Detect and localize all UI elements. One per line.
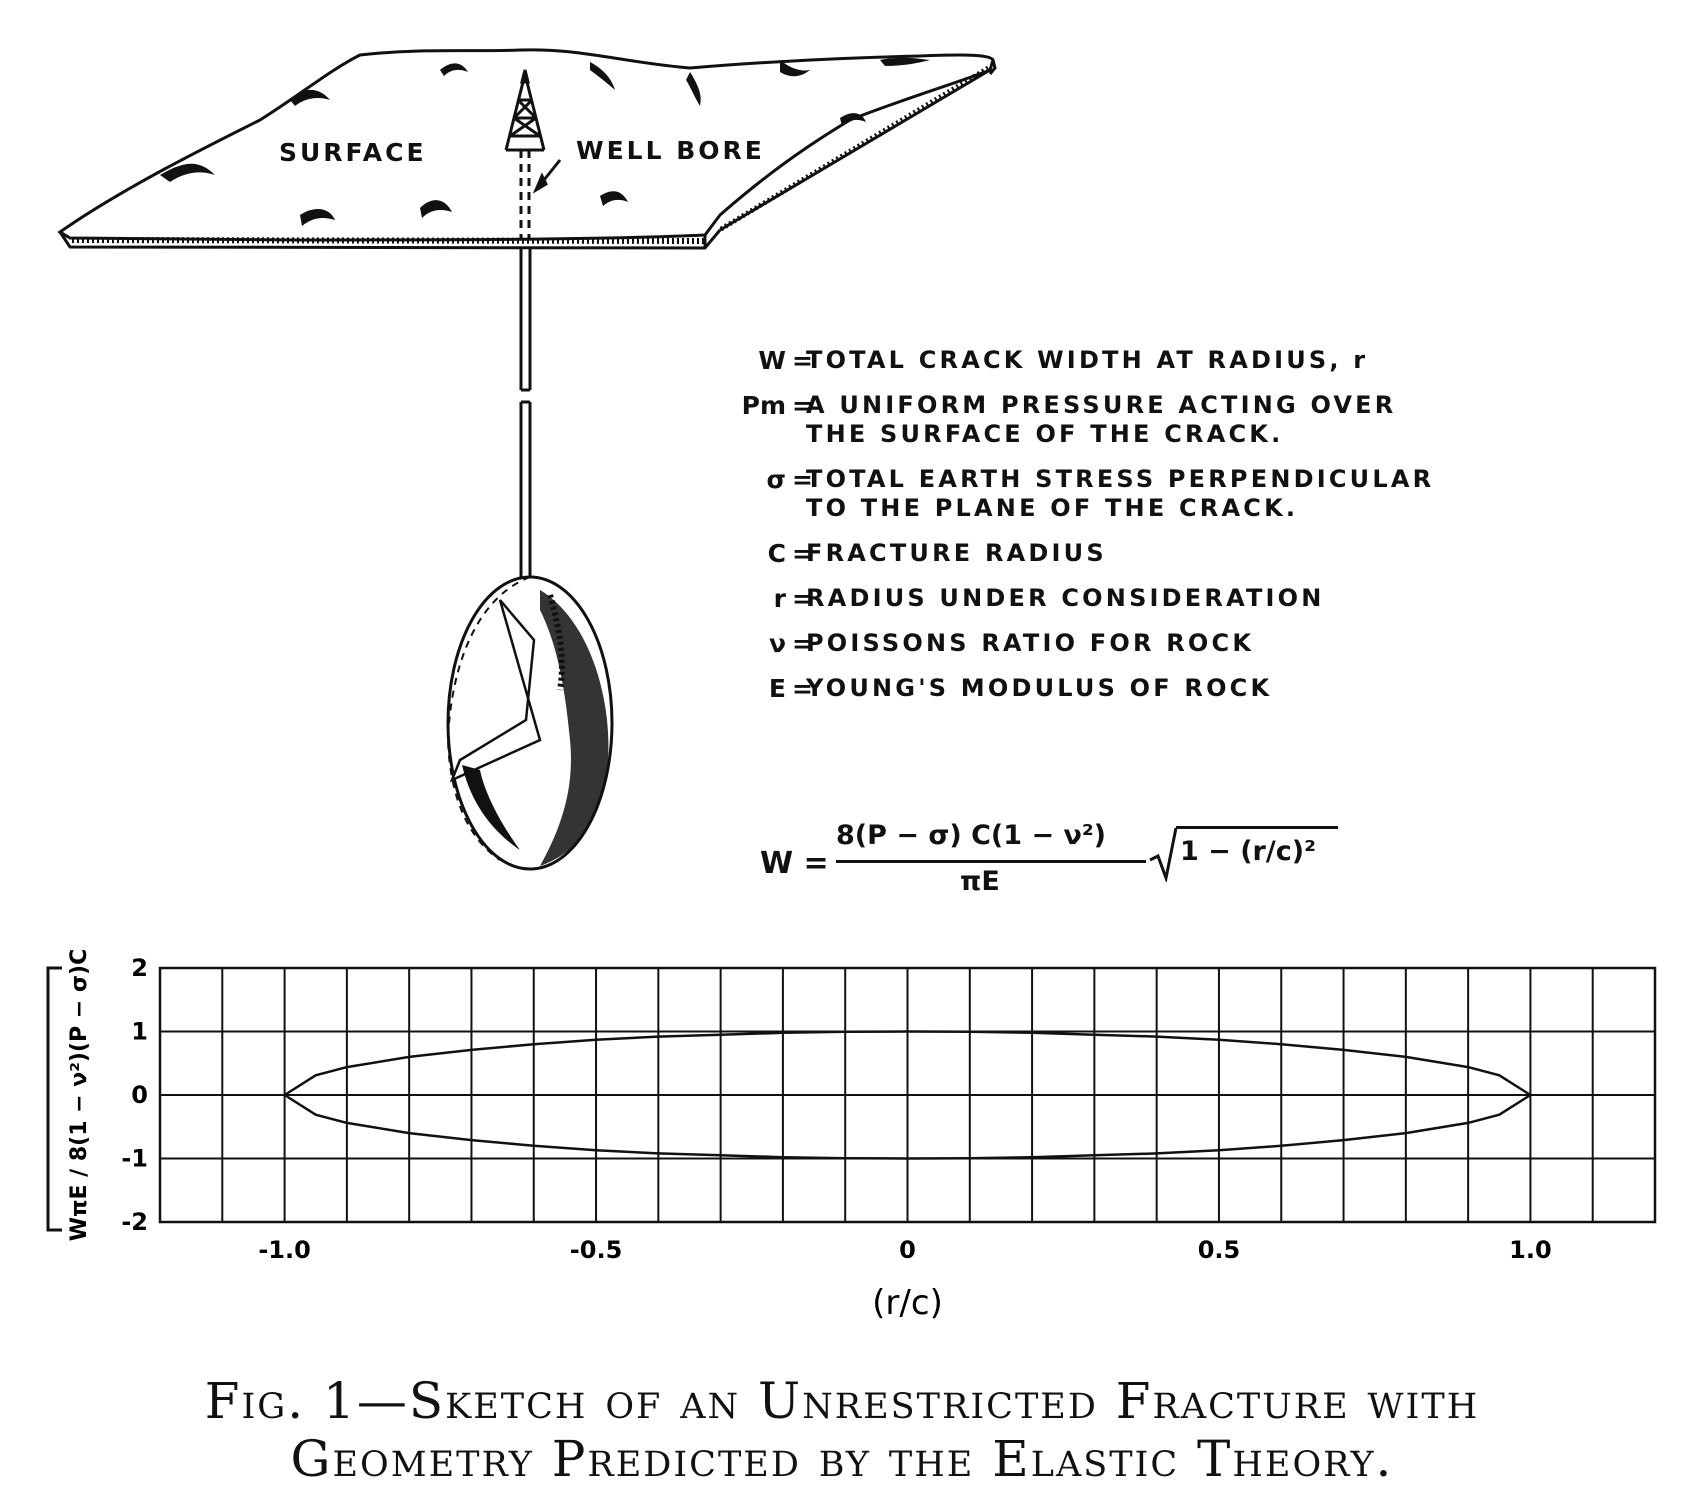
formula-numerator: 8(P − σ) C(1 − ν²) — [836, 820, 1107, 851]
equals-sign: = — [792, 674, 813, 703]
legend-item: W = TOTAL CRACK WIDTH AT RADIUS, r — [712, 346, 1472, 375]
equals-sign: = — [792, 465, 813, 494]
legend-item: E = YOUNG'S MODULUS OF ROCK — [712, 674, 1472, 703]
x-tick-label: -0.5 — [570, 1236, 622, 1264]
y-axis-bracket — [46, 966, 62, 1232]
legend-definition: TOTAL CRACK WIDTH AT RADIUS, r — [806, 346, 1369, 374]
formula-denominator: πE — [960, 866, 1000, 897]
y-tick-label: -2 — [121, 1208, 148, 1236]
equals-sign: = — [792, 584, 813, 613]
y-tick-label: -1 — [121, 1145, 148, 1173]
equals-sign: = — [792, 629, 813, 658]
derrick-icon — [504, 69, 546, 152]
legend-item: Pm = A UNIFORM PRESSURE ACTING OVER THE … — [712, 391, 1472, 449]
x-tick-label: 1.0 — [1509, 1236, 1552, 1264]
y-tick-label: 2 — [131, 954, 148, 982]
legend-item: σ = TOTAL EARTH STRESS PERPENDICULAR TO … — [712, 465, 1472, 523]
fracture-sketch — [57, 48, 997, 871]
legend-definition: RADIUS UNDER CONSIDERATION — [806, 584, 1325, 612]
figure-caption-line-1: Fig. 1—Sketch of an Unrestricted Fractur… — [204, 1372, 1480, 1430]
formula-lhs: W = — [760, 846, 829, 881]
x-tick-label: 0 — [899, 1236, 916, 1264]
legend-definition: A UNIFORM PRESSURE ACTING OVER THE SURFA… — [806, 391, 1397, 448]
legend-item: ν = POISSONS RATIO FOR ROCK — [712, 629, 1472, 658]
formula-radicand: 1 − (r/c)² — [1180, 836, 1316, 867]
equals-sign: = — [792, 391, 813, 420]
plot-frame — [158, 966, 1657, 1224]
legend-symbol: C — [767, 539, 786, 568]
fraction-bar — [836, 860, 1146, 863]
crack-profile-chart: -1.0 -0.5 0 0.5 1.0 2 1 0 -1 -2 (r/c) WπE / 8(1 − ν… — [46, 949, 1657, 1323]
x-axis-label: (r/c) — [872, 1283, 943, 1323]
legend-definition: POISSONS RATIO FOR ROCK — [806, 629, 1255, 657]
fracture-ellipse — [446, 575, 614, 871]
legend-item: C = FRACTURE RADIUS — [712, 539, 1472, 568]
series-curve — [283, 1093, 1532, 1160]
radical-bar — [1176, 826, 1338, 829]
legend-symbol: ν — [768, 629, 786, 658]
legend-definition: YOUNG'S MODULUS OF ROCK — [806, 674, 1273, 702]
legend-definition: TOTAL EARTH STRESS PERPENDICULAR TO THE … — [806, 465, 1435, 522]
variable-legend: W = TOTAL CRACK WIDTH AT RADIUS, r Pm = … — [712, 346, 1472, 719]
legend-definition: FRACTURE RADIUS — [806, 539, 1107, 567]
figure-caption-line-2: Geometry Predicted by the Elastic Theory… — [290, 1430, 1394, 1488]
radical-sign-icon — [1149, 827, 1178, 882]
legend-symbol: r — [773, 584, 786, 613]
x-tick-label: -1.0 — [258, 1236, 310, 1264]
x-tick-label: 0.5 — [1198, 1236, 1241, 1264]
surface-label: SURFACE — [279, 138, 427, 167]
legend-symbol: σ — [766, 465, 786, 494]
y-axis-label: WπE / 8(1 − ν²)(P − σ)C — [67, 949, 92, 1241]
series-curve — [283, 1030, 1532, 1097]
y-tick-label: 0 — [131, 1081, 148, 1109]
equals-sign: = — [792, 539, 813, 568]
y-tick-label: 1 — [131, 1018, 148, 1046]
ground-surface — [57, 48, 997, 250]
equals-sign: = — [792, 346, 813, 375]
legend-item: r = RADIUS UNDER CONSIDERATION — [712, 584, 1472, 613]
legend-symbol: E — [768, 674, 786, 703]
legend-symbol: Pm — [741, 391, 786, 420]
wellbore-label: WELL BORE — [576, 136, 765, 165]
legend-symbol: W — [758, 346, 786, 375]
